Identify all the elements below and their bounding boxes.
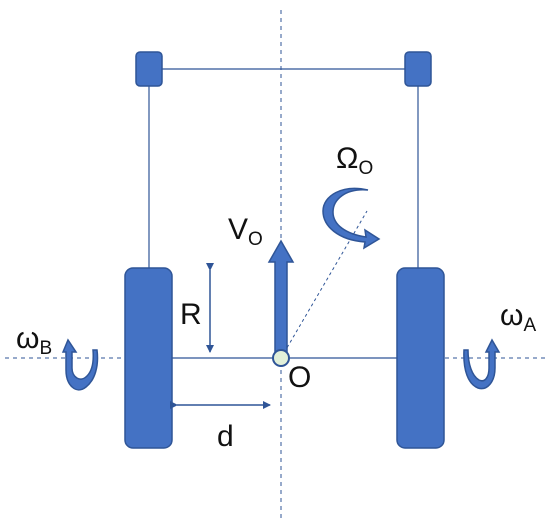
origin-point [272, 349, 290, 367]
angular-velocity-label: ΩO [336, 142, 373, 179]
rotation-arrow-icon [322, 187, 381, 250]
omega-b-rotation-icon [61, 338, 99, 391]
origin-label: O [288, 361, 311, 394]
right-wheel-a [396, 267, 445, 449]
left-caster-wheel [135, 51, 163, 87]
velocity-arrow [267, 239, 295, 353]
omega-b-label: ωB [16, 322, 52, 359]
omega-a-rotation-icon [463, 338, 501, 390]
rotation-radius-dashed-line [280, 210, 368, 359]
left-wheel-b [124, 267, 173, 449]
radius-label: R [180, 298, 202, 331]
velocity-label: VO [228, 213, 263, 250]
distance-label: d [217, 420, 234, 453]
right-caster-wheel [404, 51, 432, 87]
omega-a-label: ωA [500, 299, 536, 336]
